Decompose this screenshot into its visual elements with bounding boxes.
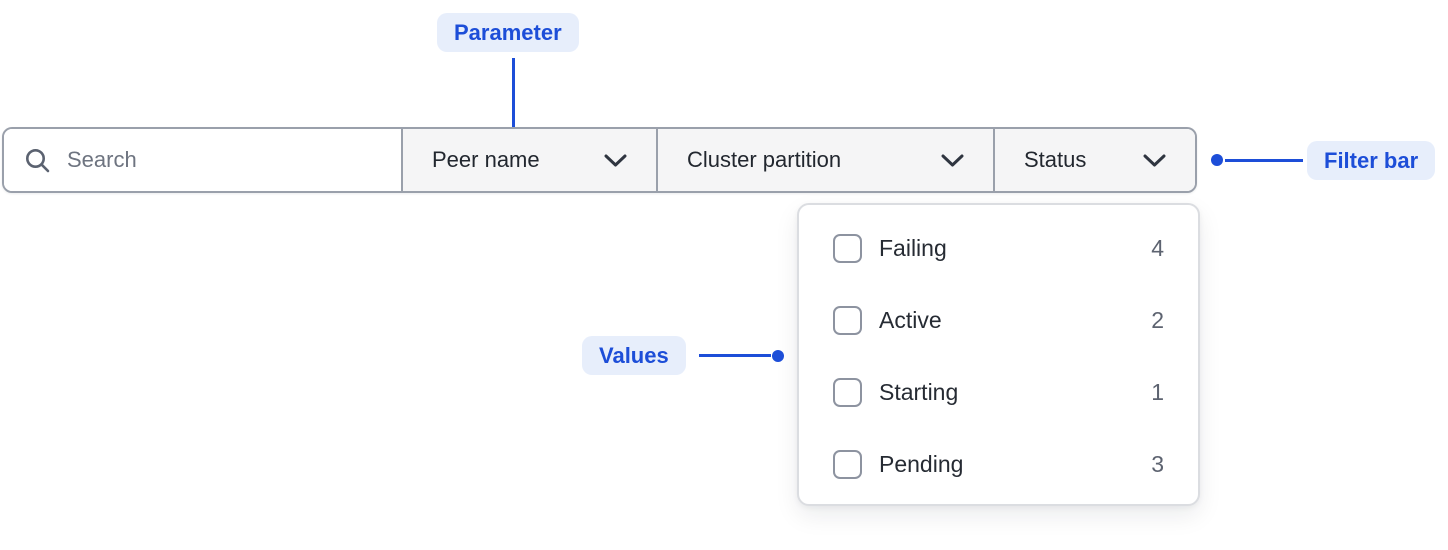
filter-dropdown-status[interactable]: Status — [993, 129, 1195, 191]
checkbox-unchecked[interactable] — [833, 233, 862, 263]
values-connector-line — [699, 354, 771, 357]
option-count: 2 — [1151, 306, 1164, 333]
dropdown-label: Peer name — [432, 147, 540, 172]
search-input[interactable] — [67, 147, 381, 173]
status-option-failing[interactable]: Failing 4 — [799, 212, 1198, 284]
parameter-connector-line — [512, 58, 515, 137]
filter-bar-annotation-badge: Filter bar — [1307, 141, 1436, 180]
filter-dropdown-cluster-partition[interactable]: Cluster partition — [656, 129, 993, 191]
filter-bar-connector-line — [1225, 159, 1303, 162]
status-option-pending[interactable]: Pending 3 — [799, 428, 1198, 500]
option-count: 1 — [1151, 378, 1164, 405]
status-option-active[interactable]: Active 2 — [799, 284, 1198, 356]
chevron-down-icon — [1143, 154, 1166, 167]
dropdown-label: Cluster partition — [687, 147, 842, 172]
chevron-down-icon — [941, 154, 964, 167]
filter-bar-connector-dot — [1211, 154, 1223, 166]
status-option-starting[interactable]: Starting 1 — [799, 356, 1198, 428]
filter-dropdown-peer-name[interactable]: Peer name — [401, 129, 656, 191]
filter-bar: Peer name Cluster partition Status — [2, 127, 1197, 193]
search-icon — [24, 147, 51, 174]
option-label: Failing — [879, 234, 947, 261]
chevron-down-icon — [604, 154, 627, 167]
checkbox-unchecked[interactable] — [833, 449, 862, 479]
option-count: 4 — [1151, 234, 1164, 261]
parameter-annotation-badge: Parameter — [437, 13, 579, 52]
dropdown-label: Status — [1024, 147, 1087, 172]
values-connector-dot — [772, 350, 784, 362]
option-count: 3 — [1151, 450, 1164, 477]
option-label: Pending — [879, 450, 964, 477]
checkbox-unchecked[interactable] — [833, 305, 862, 335]
status-filter-menu: Failing 4 Active 2 Starting 1 Pending 3 — [797, 203, 1200, 506]
values-annotation-badge: Values — [582, 336, 686, 375]
checkbox-unchecked[interactable] — [833, 377, 862, 407]
option-label: Starting — [879, 378, 959, 405]
search-field — [4, 129, 401, 191]
option-label: Active — [879, 306, 942, 333]
